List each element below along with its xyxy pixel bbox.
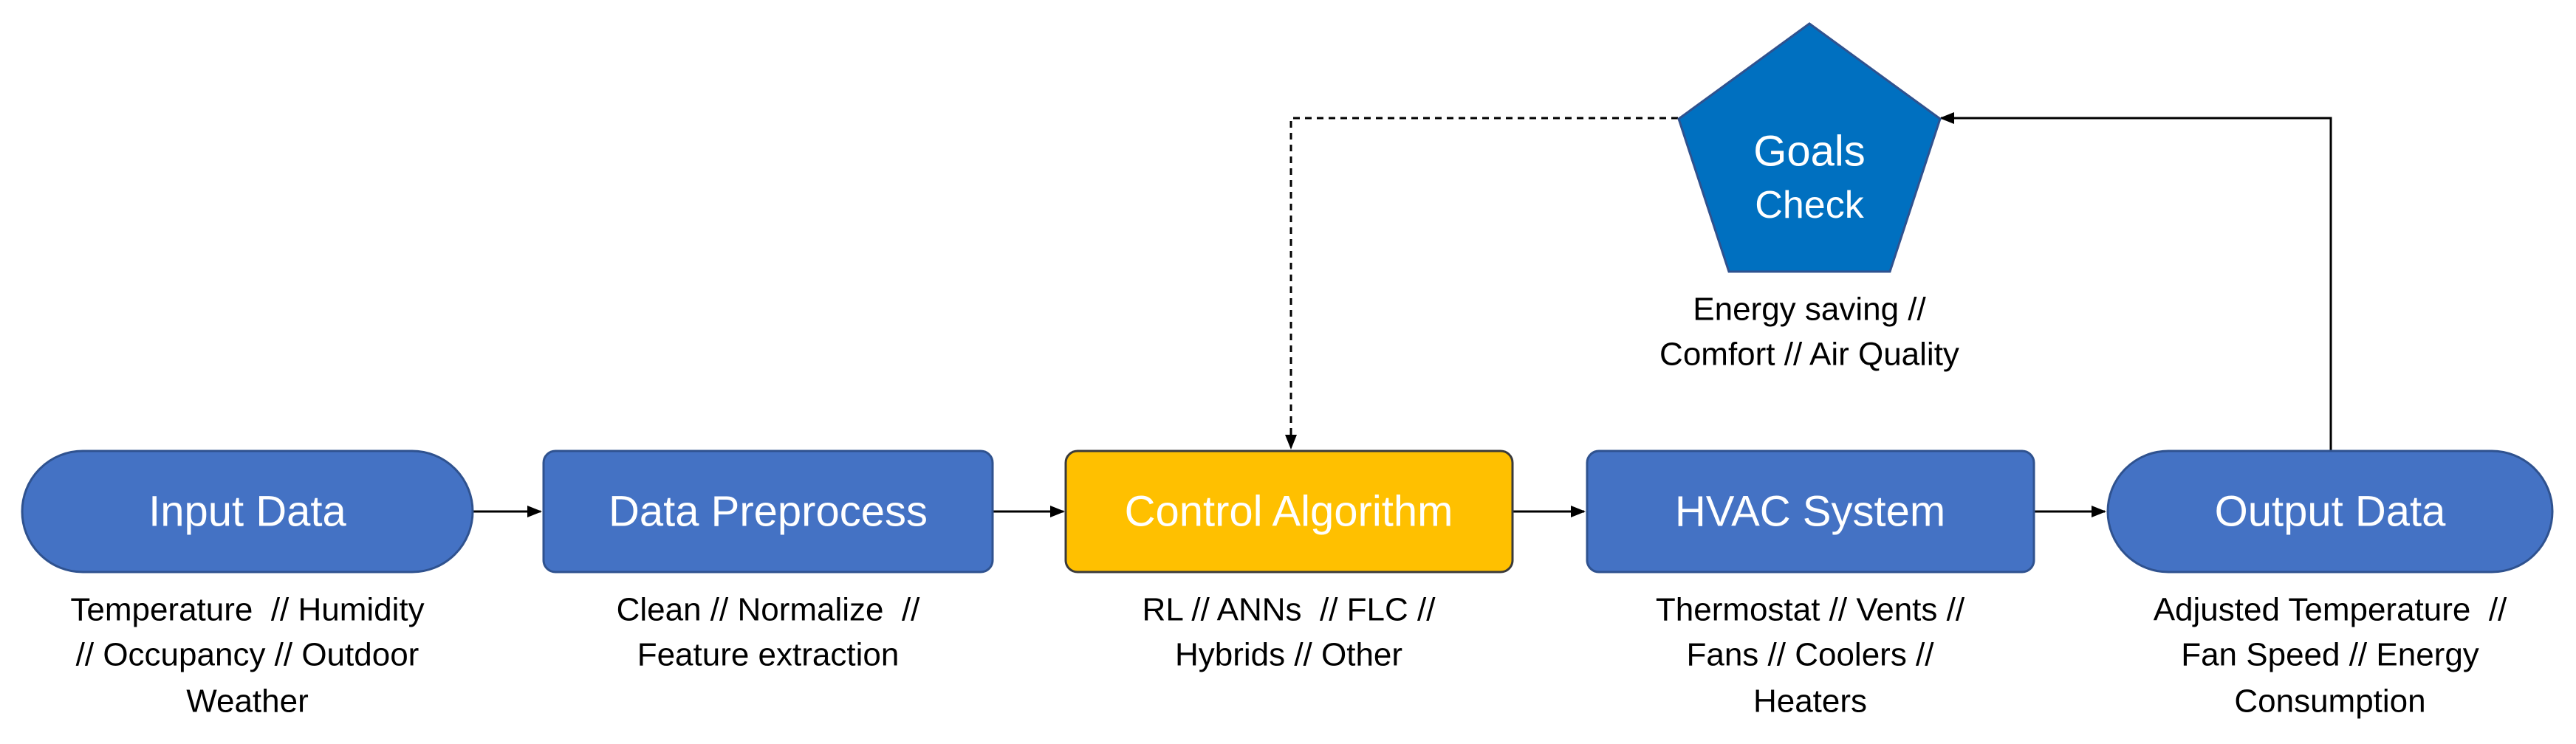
hvac-system-desc-line: Thermostat // Vents //	[1656, 592, 1965, 628]
hvac-system-label: HVAC System	[1675, 488, 1945, 536]
goals-check-shape	[1677, 22, 1942, 273]
description-input-data: Temperature // Humidity // Occupancy // …	[70, 592, 424, 720]
node-goals-check: Goals Check	[1677, 22, 1942, 273]
data-preprocess-desc-line: Clean // Normalize //	[617, 592, 921, 628]
goals-check-desc-line: Comfort // Air Quality	[1659, 337, 1959, 373]
input-data-desc-line: // Occupancy // Outdoor	[76, 637, 419, 673]
input-data-desc-line: Temperature // Humidity	[70, 592, 424, 628]
output-data-label: Output Data	[2215, 488, 2446, 536]
data-preprocess-shape	[542, 450, 994, 574]
connectors	[473, 112, 2332, 517]
output-data-desc-line: Fan Speed // Energy	[2181, 637, 2479, 673]
input-data-shape	[21, 450, 474, 574]
node-output-data: Output Data	[2106, 450, 2554, 574]
description-control-algorithm: RL // ANNs // FLC // Hybrids // Other	[1143, 592, 1436, 673]
node-control-algorithm: Control Algorithm	[1064, 450, 1514, 574]
control-algorithm-label: Control Algorithm	[1125, 488, 1453, 536]
output-data-desc-line: Consumption	[2234, 683, 2425, 720]
node-hvac-system: HVAC System	[1586, 450, 2035, 574]
description-output-data: Adjusted Temperature // Fan Speed // Ene…	[2154, 592, 2507, 720]
input-data-label: Input Data	[148, 488, 346, 536]
hvac-system-shape	[1586, 450, 2035, 574]
control-algorithm-desc-line: RL // ANNs // FLC //	[1143, 592, 1436, 628]
data-preprocess-label: Data Preprocess	[609, 488, 928, 536]
node-data-preprocess: Data Preprocess	[542, 450, 994, 574]
input-data-desc-line: Weather	[186, 683, 309, 720]
description-data-preprocess: Clean // Normalize // Feature extraction	[617, 592, 921, 673]
hvac-system-desc-line: Heaters	[1753, 683, 1867, 720]
description-goals-check: Energy saving // Comfort // Air Quality	[1659, 292, 1959, 373]
control-algorithm-desc-line: Hybrids // Other	[1175, 637, 1402, 673]
connector-goals-to-control-feedback	[1285, 117, 1678, 450]
data-preprocess-desc-line: Feature extraction	[637, 637, 900, 673]
output-data-desc-line: Adjusted Temperature //	[2154, 592, 2507, 628]
goals-check-desc-line: Energy saving //	[1693, 292, 1926, 328]
node-input-data: Input Data	[21, 450, 474, 574]
description-hvac-system: Thermostat // Vents // Fans // Coolers /…	[1656, 592, 1965, 720]
goals-check-label-line1: Goals	[1753, 128, 1866, 176]
goals-check-label-line2: Check	[1755, 184, 1864, 227]
output-data-shape	[2106, 450, 2554, 574]
control-algorithm-shape	[1064, 450, 1514, 574]
connector-output-to-goals	[1939, 112, 2332, 450]
hvac-system-desc-line: Fans // Coolers //	[1686, 637, 1934, 673]
